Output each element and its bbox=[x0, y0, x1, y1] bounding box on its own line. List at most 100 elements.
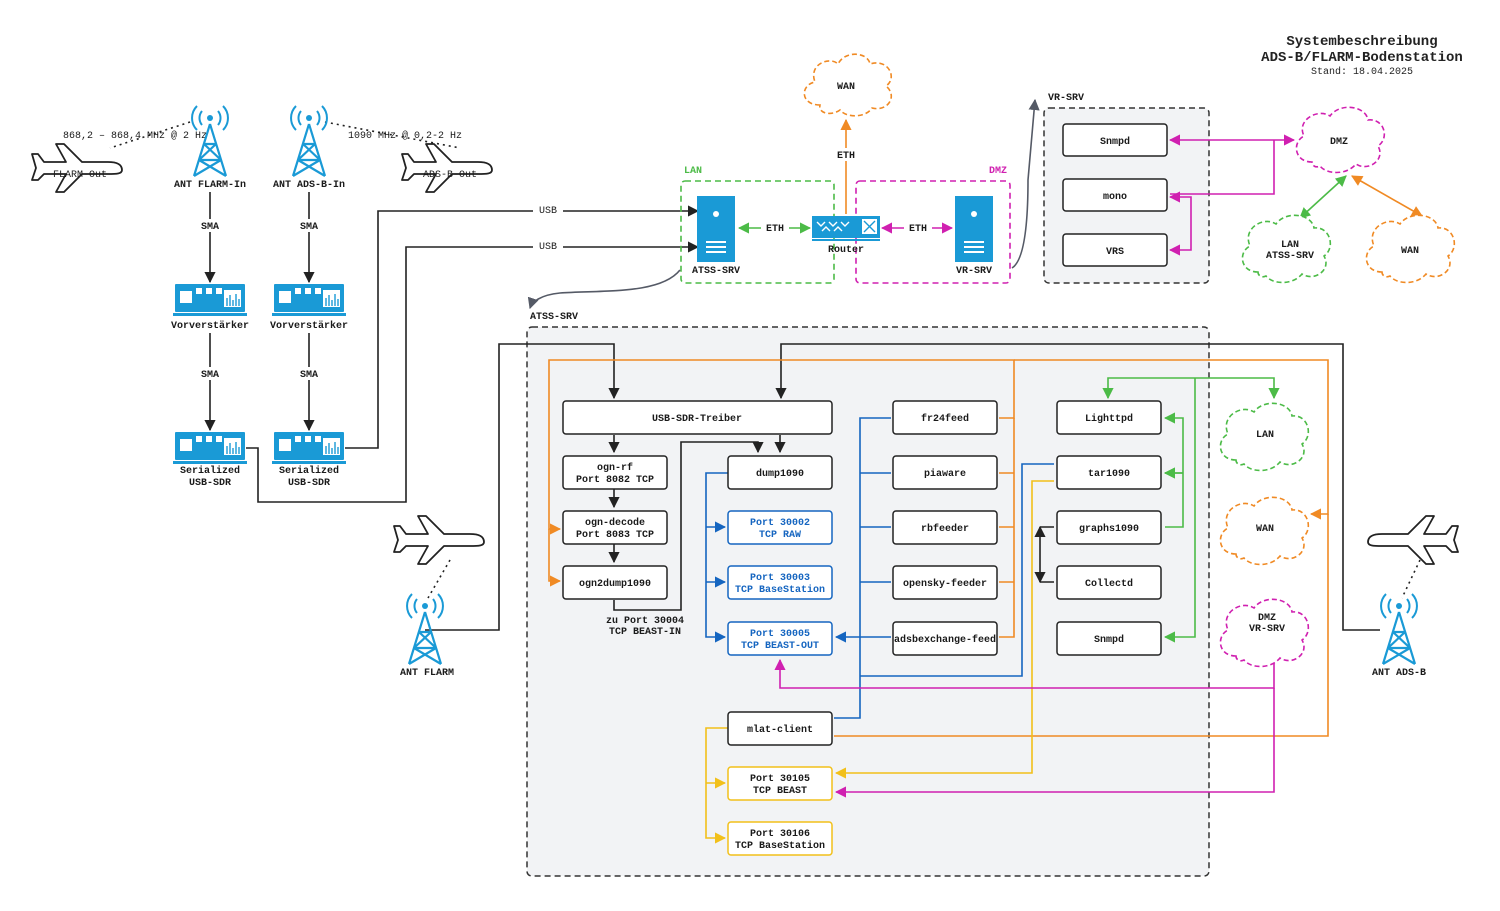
date-stamp: Stand: 18.04.2025 bbox=[1311, 66, 1413, 78]
port-30005-node: Port 30005 TCP BEAST-OUT bbox=[727, 621, 833, 656]
svc-graphs1090-node: graphs1090 bbox=[1056, 510, 1162, 545]
lan-atss-cloud-line-1: LAN bbox=[1281, 240, 1299, 251]
mlat-client-node: mlat-client bbox=[727, 711, 833, 746]
tar-blue-link bbox=[860, 463, 1054, 677]
ogn-decode-node: ogn-decode Port 8083 TCP bbox=[562, 510, 668, 545]
title-line-2: ADS-B/FLARM-Bodenstation bbox=[1261, 50, 1463, 66]
dmz-vr-cloud-line-2: VR-SRV bbox=[1249, 624, 1285, 635]
flarm-in-antenna-label: ANT FLARM-In bbox=[174, 180, 246, 191]
dmz-vr-cloud bbox=[1219, 598, 1310, 668]
mlat-client-label: mlat-client bbox=[747, 724, 813, 736]
port-30105-node: Port 30105 TCP BEAST bbox=[727, 766, 833, 801]
port-30105-line-2: TCP BEAST bbox=[753, 786, 807, 797]
dmz-eth-label: ETH bbox=[909, 224, 927, 235]
ant-adsb-antenna-icon bbox=[1379, 592, 1419, 666]
dmz-zone-label: DMZ bbox=[989, 166, 1007, 177]
adsb-sma-label-2: SMA bbox=[300, 370, 318, 381]
flarm-preamp-label: Vorverstärker bbox=[171, 320, 249, 332]
ogn-rf-line-1: ogn-rf bbox=[597, 462, 633, 474]
dmz-lan-link bbox=[1299, 175, 1347, 219]
ant-flarm-antenna-icon bbox=[405, 592, 445, 666]
mlat-blue-link bbox=[834, 637, 861, 719]
mono-dmz-link bbox=[1170, 140, 1275, 195]
router-icon bbox=[812, 216, 880, 241]
adsb-in-antenna-icon bbox=[289, 104, 329, 178]
svc-snmpd-label: Snmpd bbox=[1094, 634, 1124, 646]
vr-srv-box-title: VR-SRV bbox=[1048, 93, 1084, 104]
lan-cloud bbox=[1219, 402, 1310, 472]
mlat-wan-link bbox=[834, 514, 1329, 737]
flarm-frequency: 868,2 – 868,4 MHz @ 2 Hz bbox=[63, 130, 207, 142]
atss-box-title: ATSS-SRV bbox=[530, 312, 578, 323]
ant-adsb-label: ANT ADS-B bbox=[1372, 668, 1426, 679]
flarm-preamp-icon bbox=[172, 283, 248, 317]
adsb-sdr-icon bbox=[271, 431, 347, 465]
ogn2dump-dump-link bbox=[613, 441, 764, 611]
wan-atss-cloud bbox=[1365, 214, 1456, 284]
flarm-out-plane-icon bbox=[31, 143, 123, 193]
lan-snmpd-link bbox=[1163, 378, 1196, 643]
feeder-blue-taps bbox=[860, 472, 891, 638]
lan-zone-label: LAN bbox=[684, 166, 702, 177]
ant-adsb-plane-icon bbox=[1367, 515, 1459, 565]
atss-srv-callout bbox=[527, 269, 681, 310]
title-line-1: Systembeschreibung bbox=[1286, 34, 1437, 50]
port-30002-node: Port 30002 TCP RAW bbox=[727, 510, 833, 545]
lan-cloud-label: LAN bbox=[1256, 430, 1274, 441]
port-30106-node: Port 30106 TCP BaseStation bbox=[727, 821, 833, 856]
adsb-in-radio-link bbox=[324, 121, 461, 149]
dmz-port30105-link bbox=[834, 688, 1275, 798]
vr-snmpd-label: Snmpd bbox=[1100, 136, 1130, 148]
svc-lighttpd-label: Lighttpd bbox=[1085, 413, 1133, 425]
lan-zone bbox=[680, 180, 835, 284]
dmz-wan-link bbox=[1351, 175, 1423, 217]
atss-srv-label: ATSS-SRV bbox=[692, 266, 740, 277]
port-30003-node: Port 30003 TCP BaseStation bbox=[727, 565, 833, 600]
vr-snmpd-node: Snmpd bbox=[1062, 123, 1168, 157]
adsb-frequency: 1090 MHz @ 0,2-2 Hz bbox=[348, 130, 462, 142]
wan-eth-label: ETH bbox=[837, 151, 855, 162]
dump1090-node: dump1090 bbox=[727, 455, 833, 490]
flarm-sma-label-2: SMA bbox=[201, 370, 219, 381]
usb-sdr-driver-label: USB-SDR-Treiber bbox=[652, 413, 742, 425]
ogn2dump-node: ogn2dump1090 bbox=[562, 565, 668, 600]
feeder-opensky-label: opensky-feeder bbox=[903, 578, 987, 590]
router-label: Router bbox=[828, 245, 864, 256]
usb-label-2: USB bbox=[539, 242, 557, 253]
port-30005-line-1: Port 30005 bbox=[750, 629, 810, 640]
adsb-preamp-label: Vorverstärker bbox=[270, 320, 348, 332]
port-30105-line-1: Port 30105 bbox=[750, 774, 810, 785]
zu-port-line-1: zu Port 30004 bbox=[606, 616, 684, 627]
ant-flarm-feed bbox=[425, 343, 620, 631]
svc-snmpd-node: Snmpd bbox=[1056, 621, 1162, 656]
feeders-wan-link bbox=[1014, 359, 1329, 520]
wan-atss-cloud-label: WAN bbox=[1401, 246, 1419, 257]
lan-eth-label: ETH bbox=[766, 224, 784, 235]
port-30003-line-2: TCP BaseStation bbox=[735, 584, 825, 596]
ogn-decode-line-2: Port 8083 TCP bbox=[576, 530, 654, 541]
ogn-rf-node: ogn-rf Port 8082 TCP bbox=[562, 455, 668, 490]
mono-vrs-link bbox=[1168, 191, 1192, 256]
feeder-rbfeeder-node: rbfeeder bbox=[892, 510, 998, 545]
feeder-fr24feed-node: fr24feed bbox=[892, 400, 998, 435]
adsb-out-plane-icon bbox=[401, 143, 493, 193]
ant-adsb-radio-link bbox=[1401, 559, 1421, 599]
flarm-in-radio-link bbox=[109, 121, 191, 149]
usb-label-1: USB bbox=[539, 206, 557, 217]
svc-lighttpd-node: Lighttpd bbox=[1056, 400, 1162, 435]
adsb-sdr-label-line-2: USB-SDR bbox=[288, 478, 330, 489]
dump1090-label: dump1090 bbox=[756, 468, 804, 480]
flarm-sdr-label-line-2: USB-SDR bbox=[189, 478, 231, 489]
tar-port30105-link bbox=[834, 480, 1054, 779]
wan-cloud bbox=[803, 53, 892, 117]
vr-vrs-label: VRS bbox=[1106, 247, 1124, 258]
ogn-decode-line-1: ogn-decode bbox=[585, 517, 645, 529]
port-30002-line-1: Port 30002 bbox=[750, 518, 810, 529]
adsb-in-antenna-label: ANT ADS-B-In bbox=[273, 180, 345, 191]
adsb-sdr-label-line-1: Serialized bbox=[279, 465, 339, 477]
flarm-out-label: FLARM-Out bbox=[53, 170, 107, 181]
lan-atss-cloud bbox=[1241, 214, 1332, 284]
vr-mono-node: mono bbox=[1062, 178, 1168, 212]
port-30002-line-2: TCP RAW bbox=[759, 530, 801, 541]
